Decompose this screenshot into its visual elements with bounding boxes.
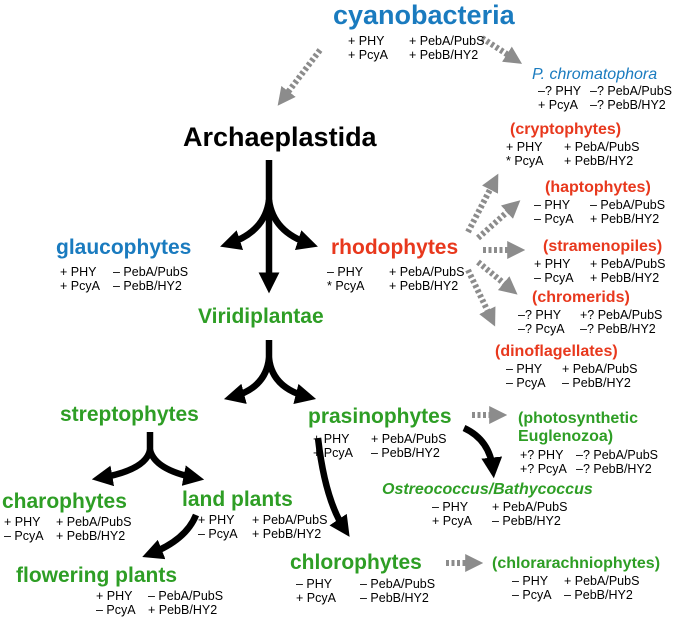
node-flowering-plants: flowering plants bbox=[16, 564, 178, 587]
node-archaeplastida: Archaeplastida bbox=[183, 122, 377, 152]
dashed-arrow-to-cryptophytes bbox=[465, 173, 499, 234]
node-rhodophytes: rhodophytes bbox=[331, 236, 459, 259]
node-streptophytes: streptophytes bbox=[60, 403, 199, 426]
arrow-to-charophytes bbox=[91, 448, 154, 487]
dashed-arrow-to-p-chromatophora bbox=[480, 35, 523, 64]
arrow-to-prasinophytes bbox=[265, 357, 317, 405]
node-viridiplantae: Viridiplantae bbox=[198, 305, 324, 328]
node-land-plants: land plants bbox=[182, 488, 293, 511]
dashed-arrow-to-haptophytes bbox=[476, 200, 521, 241]
node-haptophytes: (haptophytes) bbox=[545, 179, 651, 196]
dashed-arrow-to-chromerids bbox=[476, 259, 518, 295]
node-glaucophytes: glaucophytes bbox=[56, 236, 192, 259]
arrow-to-glaucophytes bbox=[220, 199, 273, 251]
node-stramenopiles: (stramenopiles) bbox=[543, 238, 663, 255]
dashed-arrow-to-archaeplastida bbox=[277, 48, 323, 106]
node-p-chromatophora: P. chromatophora bbox=[532, 66, 658, 83]
arrow-to-streptophytes bbox=[223, 357, 273, 404]
node-chlorarachniophytes: (chlorarachniophytes) bbox=[492, 555, 661, 572]
arrow-to-chlorophytes bbox=[314, 437, 350, 537]
node-prasinophytes: prasinophytes bbox=[308, 405, 452, 428]
arrow-to-rhodophytes bbox=[265, 199, 318, 251]
dashed-arrow-to-dinoflagellates bbox=[465, 268, 496, 327]
node-cyanobacteria: cyanobacteria bbox=[333, 0, 515, 30]
node-chlorophytes: chlorophytes bbox=[290, 551, 422, 574]
arrow-to-land-plants bbox=[146, 448, 205, 486]
arrow-to-ostreococcus bbox=[462, 425, 503, 479]
node-chromerids: (chromerids) bbox=[532, 289, 630, 306]
arrow-to-flowering-plants bbox=[142, 513, 200, 560]
node-charophytes: charophytes bbox=[2, 490, 127, 513]
node-cryptophytes: (cryptophytes) bbox=[510, 121, 622, 138]
node-euglenozoa: (photosynthetic Euglenozoa) bbox=[518, 410, 638, 445]
node-dinoflagellates: (dinoflagellates) bbox=[495, 343, 618, 360]
node-ostreococcus: Ostreococcus/Bathycoccus bbox=[382, 481, 593, 498]
